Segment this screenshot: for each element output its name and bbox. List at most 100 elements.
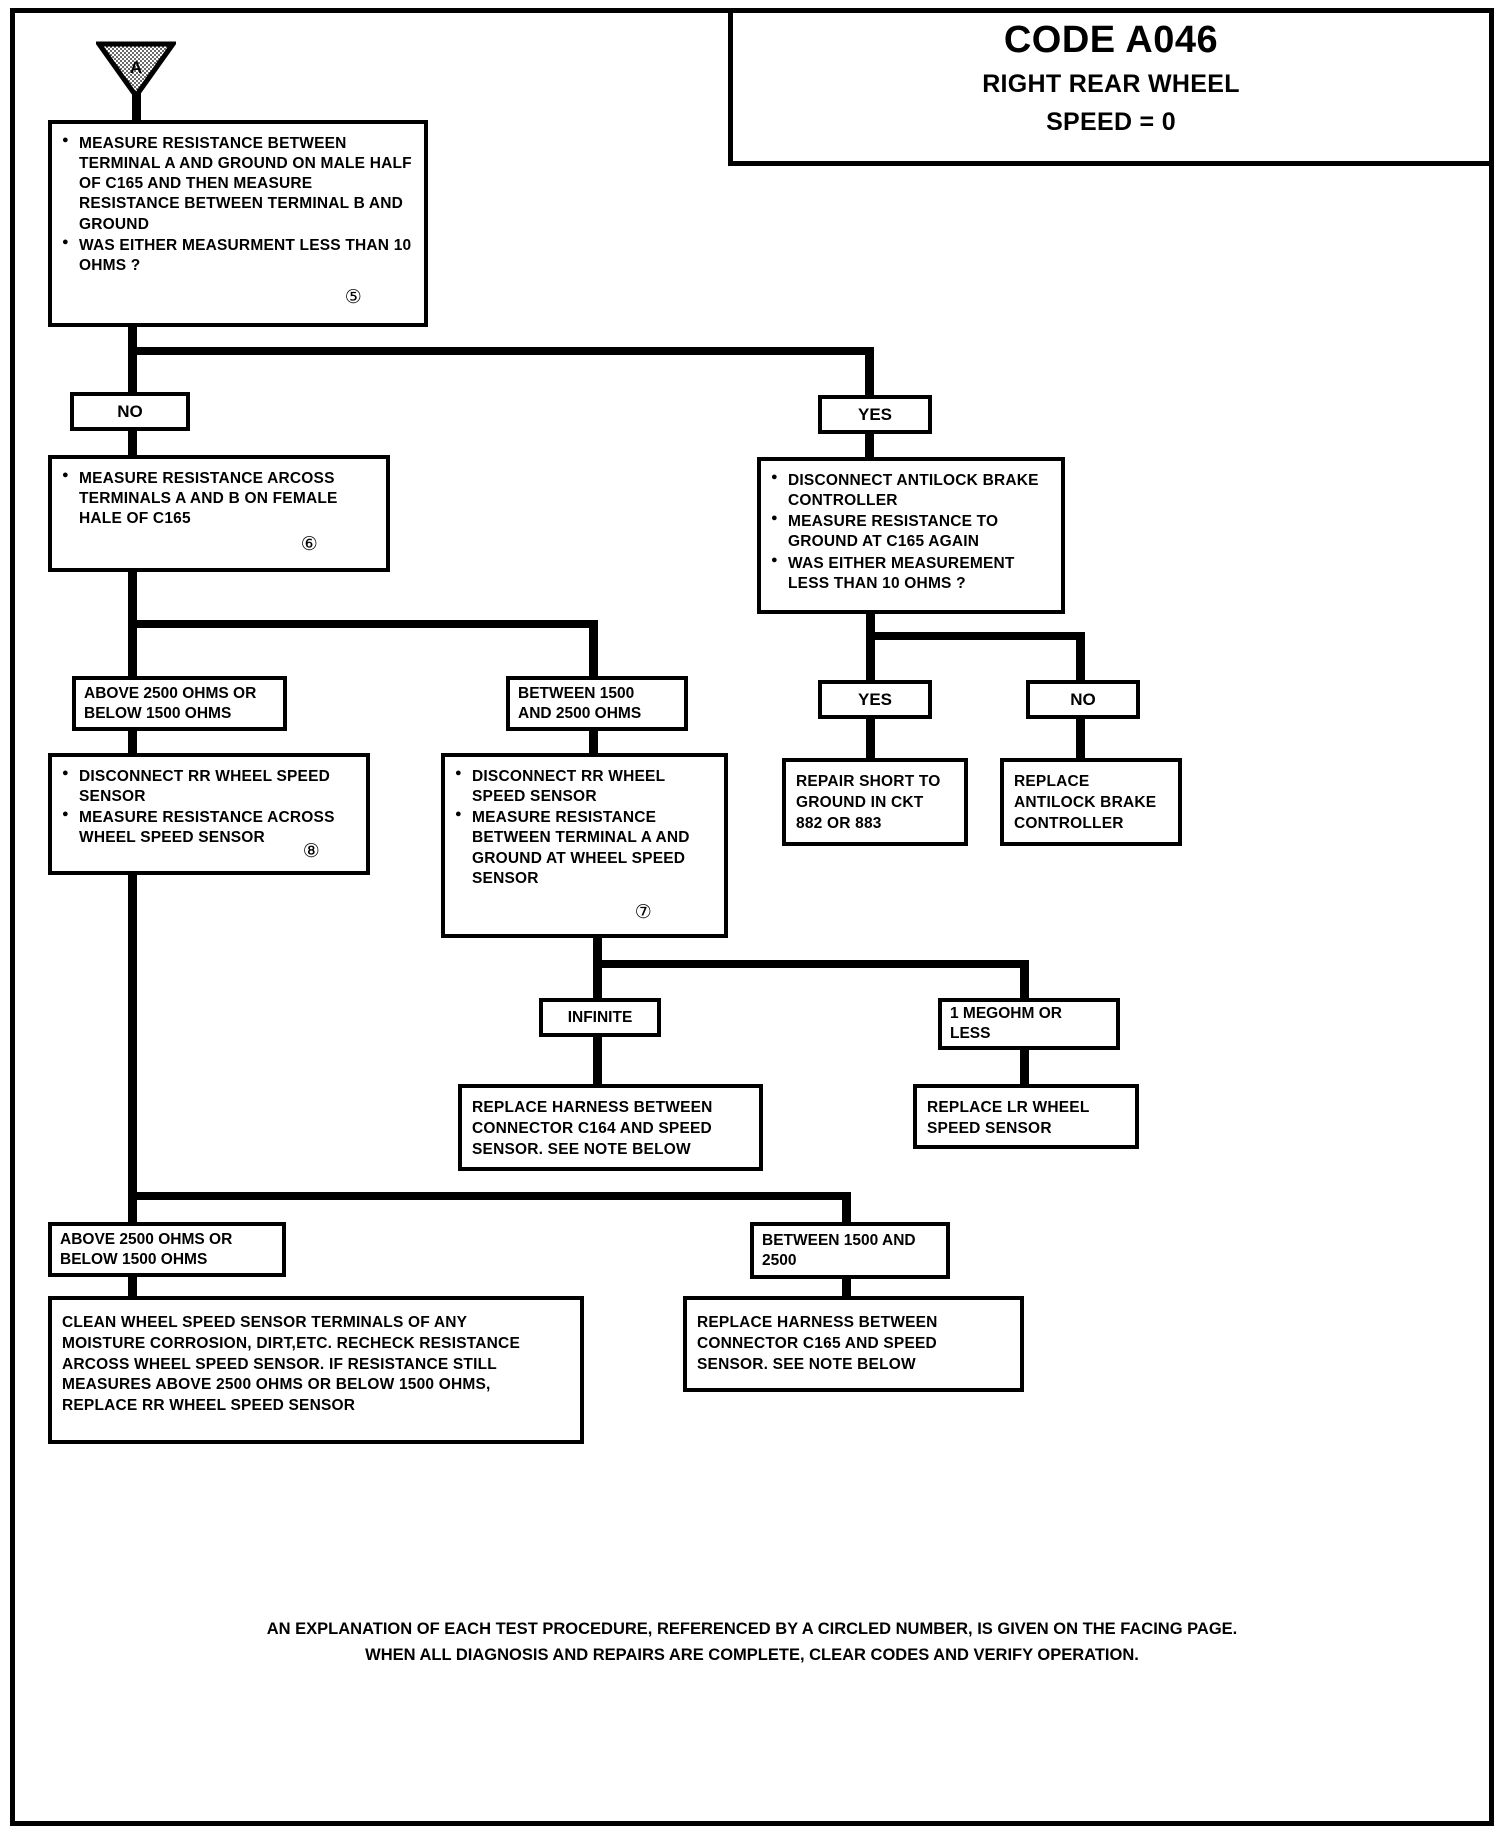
antilock-bullet-3: WAS EITHER MEASUREMENT LESS THAN 10 OHMS… [771, 553, 1051, 594]
line-yes-to-antilock [865, 431, 874, 460]
box-step-7: DISCONNECT RR WHEEL SPEED SENSOR MEASURE… [441, 753, 728, 938]
replace-lr-line-1: REPLACE LR WHEEL [927, 1099, 1090, 1116]
box-replace-lr-wheel-speed-sensor: REPLACE LR WHEEL SPEED SENSOR [913, 1084, 1139, 1149]
line-rangeleft1-to-step8 [128, 728, 137, 755]
code-title: CODE A046 [1003, 19, 1219, 61]
repair-short-line-1: REPAIR SHORT TO [796, 773, 941, 790]
step5-bullet-1: MEASURE RESISTANCE BETWEEN TERMINAL A AN… [62, 133, 414, 235]
line-rangeright2-to-harness [842, 1276, 851, 1298]
box-replace-antilock-controller: REPLACE ANTILOCK BRAKE CONTROLLER [1000, 758, 1182, 846]
footer-line-1: AN EXPLANATION OF EACH TEST PROCEDURE, R… [266, 1620, 1238, 1638]
step5-bullet-2: WAS EITHER MEASURMENT LESS THAN 10 OHMS … [62, 235, 414, 276]
range-mid-1-line-1: BETWEEN 1500 [518, 684, 635, 702]
line-connector-to-step5 [132, 92, 141, 123]
line-step5-split [128, 347, 873, 355]
code-title-block: CODE A046 RIGHT REAR WHEEL SPEED = 0 [728, 8, 1494, 166]
line-no-to-step6 [128, 428, 137, 458]
code-subtitle-line1: RIGHT REAR WHEEL [982, 70, 1240, 98]
range-right-2-line-1: BETWEEN 1500 AND [762, 1231, 916, 1249]
step8-bullet-1: DISCONNECT RR WHEEL SPEED SENSOR [62, 766, 356, 807]
line-step7-split [593, 960, 1029, 968]
box-step-8: DISCONNECT RR WHEEL SPEED SENSOR MEASURE… [48, 753, 370, 875]
label-infinite: INFINITE [539, 998, 661, 1037]
box-disconnect-antilock-controller: DISCONNECT ANTILOCK BRAKE CONTROLLER MEA… [757, 457, 1065, 614]
replace-controller-line-2: ANTILOCK BRAKE [1014, 793, 1157, 811]
range-left-2-line-1: ABOVE 2500 OHMS OR [60, 1230, 233, 1248]
line-to-no-top [128, 347, 137, 393]
step8-bullet-2: MEASURE RESISTANCE ACROSS WHEEL SPEED SE… [62, 807, 356, 848]
step-number-6: ⑥ [300, 534, 318, 555]
box-step-5: MEASURE RESISTANCE BETWEEN TERMINAL A AN… [48, 120, 428, 327]
clean-sensor-line-5: REPLACE RR WHEEL SPEED SENSOR [62, 1397, 356, 1415]
connector-letter: A [129, 58, 143, 77]
repair-short-line-2: GROUND IN CKT [796, 793, 924, 811]
clean-sensor-line-3: ARCOSS WHEEL SPEED SENSOR. IF RESISTANCE… [62, 1355, 497, 1373]
line-step6-right [589, 620, 598, 678]
line-rangeleft2-to-clean [128, 1274, 137, 1298]
line-yesmid-to-repair [866, 716, 875, 761]
harness-c164-line-3: SENSOR. SEE NOTE BELOW [472, 1140, 691, 1158]
range-left-1-line-1: ABOVE 2500 OHMS OR [84, 684, 257, 702]
replace-controller-line-3: CONTROLLER [1014, 814, 1124, 832]
label-range-left-2: ABOVE 2500 OHMS OR BELOW 1500 OHMS [48, 1222, 286, 1277]
line-step6-down [128, 570, 137, 627]
line-step6-left [128, 620, 137, 678]
replace-lr-line-2: SPEED SENSOR [927, 1119, 1052, 1137]
replace-controller-line-1: REPLACE [1014, 773, 1090, 790]
label-range-right-2: BETWEEN 1500 AND 2500 [750, 1222, 950, 1279]
clean-sensor-line-2: MOISTURE CORROSION, DIRT,ETC. RECHECK RE… [62, 1334, 520, 1352]
step-number-7: ⑦ [634, 902, 652, 923]
line-step7-right [1020, 960, 1029, 1000]
range-mid-1-line-2: AND 2500 OHMS [518, 704, 642, 722]
line-nomid-to-replace [1076, 716, 1085, 761]
line-antilock-split [866, 632, 1084, 640]
harness-c164-line-1: REPLACE HARNESS BETWEEN [472, 1099, 713, 1116]
footer-line-2: WHEN ALL DIAGNOSIS AND REPAIRS ARE COMPL… [365, 1645, 1139, 1664]
label-no-top: NO [70, 392, 190, 431]
line-step7-down [593, 936, 602, 968]
step-number-5: ⑤ [344, 287, 362, 308]
line-bottom-split [128, 1192, 851, 1200]
antilock-bullet-2: MEASURE RESISTANCE TO GROUND AT C165 AGA… [771, 511, 1051, 552]
line-antilock-down [866, 612, 875, 638]
line-rangemid1-to-step7 [589, 728, 598, 755]
label-range-mid-1: BETWEEN 1500 AND 2500 OHMS [506, 676, 688, 731]
box-step-6: MEASURE RESISTANCE ARCOSS TERMINALS A AN… [48, 455, 390, 572]
harness-c165-line-2: CONNECTOR C165 AND SPEED [697, 1334, 937, 1352]
harness-c164-line-2: CONNECTOR C164 AND SPEED [472, 1119, 712, 1137]
line-bottom-right-down [842, 1192, 851, 1224]
label-range-left-1: ABOVE 2500 OHMS OR BELOW 1500 OHMS [72, 676, 287, 731]
line-infinite-to-result [593, 1034, 602, 1086]
step7-bullet-1: DISCONNECT RR WHEEL SPEED SENSOR [455, 766, 714, 807]
label-no-mid: NO [1026, 680, 1140, 719]
box-repair-short-to-ground: REPAIR SHORT TO GROUND IN CKT 882 OR 883 [782, 758, 968, 846]
step7-bullet-2: MEASURE RESISTANCE BETWEEN TERMINAL A AN… [455, 807, 714, 889]
line-antilock-no [1076, 632, 1085, 680]
antilock-bullet-1: DISCONNECT ANTILOCK BRAKE CONTROLLER [771, 470, 1051, 511]
line-bottom-left-down [128, 1192, 137, 1224]
megohm-line-2: LESS [950, 1025, 991, 1042]
range-left-1-line-2: BELOW 1500 OHMS [84, 704, 232, 722]
line-step6-split [128, 620, 598, 628]
megohm-line-1: 1 MEGOHM OR [950, 1005, 1062, 1023]
clean-sensor-line-1: CLEAN WHEEL SPEED SENSOR TERMINALS OF AN… [62, 1314, 468, 1331]
step6-bullet-1: MEASURE RESISTANCE ARCOSS TERMINALS A AN… [62, 468, 376, 529]
step-number-8: ⑧ [302, 841, 320, 862]
label-yes-top: YES [818, 395, 932, 434]
footer-note: AN EXPLANATION OF EACH TEST PROCEDURE, R… [60, 1617, 1444, 1668]
harness-c165-line-1: REPLACE HARNESS BETWEEN [697, 1314, 938, 1331]
code-subtitle-line2: SPEED = 0 [1046, 108, 1176, 136]
off-page-connector-a: A [96, 40, 176, 98]
label-megohm-or-less: 1 MEGOHM OR LESS [938, 998, 1120, 1050]
line-step7-left [593, 960, 602, 1000]
line-step5-down [128, 325, 137, 352]
box-replace-harness-c165: REPLACE HARNESS BETWEEN CONNECTOR C165 A… [683, 1296, 1024, 1392]
line-megohm-to-result [1020, 1047, 1029, 1085]
box-clean-wheel-speed-sensor: CLEAN WHEEL SPEED SENSOR TERMINALS OF AN… [48, 1296, 584, 1444]
clean-sensor-line-4: MEASURES ABOVE 2500 OHMS OR BELOW 1500 O… [62, 1376, 491, 1394]
line-to-yes-top [865, 347, 874, 396]
label-yes-mid: YES [818, 680, 932, 719]
line-step8-down-long [128, 873, 137, 1200]
range-left-2-line-2: BELOW 1500 OHMS [60, 1250, 208, 1268]
